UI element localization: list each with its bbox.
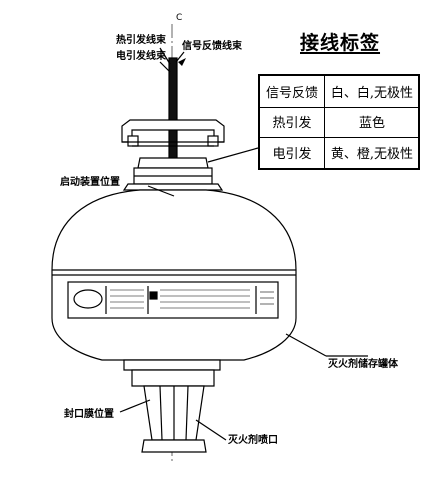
thermal-lead-label: 热引发线束	[116, 35, 166, 46]
seal-position-label: 封口膜位置	[64, 409, 114, 420]
axis-mark-label: C	[176, 13, 183, 23]
wiring-label-table: 信号反馈 白、白,无极性 热引发 蓝色 电引发 黄、橙,无极性	[258, 74, 420, 170]
bracket-bolt-right	[207, 135, 219, 147]
tank-nameplate	[67, 281, 279, 319]
tank-bottom-collar	[123, 359, 221, 371]
nozzle-label: 灭火剂喷口	[228, 435, 278, 446]
wire-bundle	[168, 57, 178, 171]
tank-neck	[137, 157, 209, 169]
electric-lead-label: 电引发线束	[116, 51, 166, 62]
table-row: 热引发 蓝色	[260, 106, 418, 139]
bracket-bolt-left	[127, 135, 139, 147]
page-title: 接线标签	[300, 32, 381, 54]
nozzle-housing	[131, 369, 215, 387]
table-key: 信号反馈	[260, 76, 325, 107]
actuator-position-label: 启动装置位置	[60, 177, 120, 188]
tank-label: 灭火剂储存罐体	[328, 359, 398, 370]
table-value: 蓝色	[358, 116, 385, 132]
table-key: 电引发	[260, 137, 325, 168]
table-value: 白、白,无极性	[330, 85, 414, 101]
signal-lead-label: 信号反馈线束	[182, 41, 242, 52]
table-key: 热引发	[260, 106, 325, 138]
table-value: 黄、橙,无极性	[330, 146, 414, 162]
table-row: 电引发 黄、橙,无极性	[260, 137, 418, 168]
table-row: 信号反馈 白、白,无极性	[260, 76, 418, 108]
